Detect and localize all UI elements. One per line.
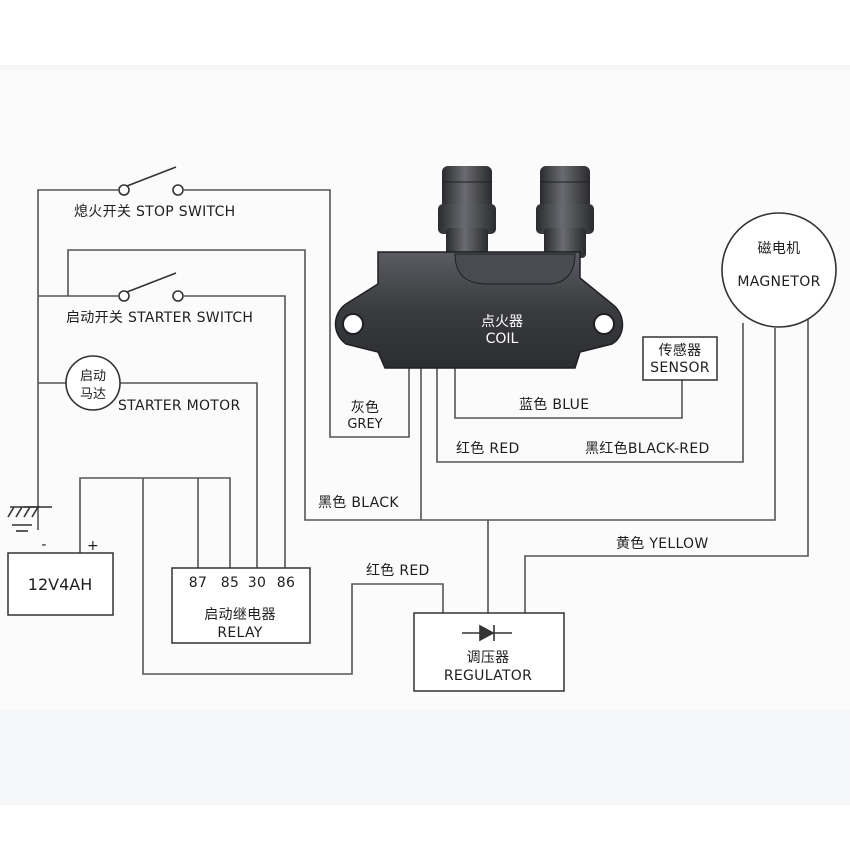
relay-pin-86: 86 — [277, 575, 295, 591]
wire-starter-switch-right — [184, 295, 286, 568]
wire-relay86-top — [67, 249, 776, 521]
black-label: 黑色 BLACK — [318, 494, 399, 511]
wire-relay-loop — [142, 478, 444, 675]
black-red-label: 黑红色BLACK-RED — [585, 440, 710, 457]
sensor-cn: 传感器 — [659, 342, 702, 359]
ground-symbol-icon — [7, 506, 52, 532]
starter-motor-cn-2: 马达 — [80, 387, 106, 402]
wire-coil-red — [436, 323, 744, 463]
relay-box — [171, 567, 311, 644]
coil-cn: 点火器 — [481, 314, 523, 330]
regulator-box — [413, 612, 565, 692]
relay-pin-30: 30 — [248, 575, 266, 591]
wire-stop-switch-left — [37, 189, 118, 507]
sensor-box — [642, 336, 718, 381]
relay-cn: 启动继电器 — [204, 607, 276, 623]
ignition-coil: 点火器 COIL — [334, 166, 624, 369]
coil-en: COIL — [486, 331, 519, 347]
battery-neg: - — [41, 537, 46, 553]
magneto-circle — [721, 212, 837, 328]
diode-icon — [462, 624, 512, 642]
relay-pin-85: 85 — [221, 575, 239, 591]
red-regulator-label: 红色 RED — [366, 562, 430, 579]
wire-battery-plus — [79, 477, 231, 568]
background-upper — [0, 70, 850, 710]
wire-coil-blue — [454, 365, 683, 419]
red-coil-label: 红色 RED — [456, 440, 520, 457]
grey-label-en: GREY — [347, 417, 382, 432]
blue-label: 蓝色 BLUE — [519, 396, 589, 413]
relay-pin-87: 87 — [189, 575, 207, 591]
relay-pins: 87 85 30 86 — [189, 575, 295, 591]
wires — [37, 189, 809, 675]
starter-switch-label: 启动开关 STARTER SWITCH — [66, 310, 253, 326]
regulator-en: REGULATOR — [444, 668, 532, 684]
yellow-label: 黄色 YELLOW — [616, 535, 709, 552]
magneto-cn: 磁电机 — [758, 241, 801, 257]
wire-stop-switch-right — [184, 189, 410, 438]
relay-en: RELAY — [217, 625, 262, 641]
stop-switch-icon — [118, 166, 184, 196]
starter-switch-icon — [118, 272, 184, 302]
wire-motor-right — [120, 382, 258, 568]
wire-regulator-yellow — [524, 300, 809, 613]
regulator-cn: 调压器 — [467, 650, 510, 666]
starter-motor-en: STARTER MOTOR — [118, 398, 241, 414]
magneto-en: MAGNETOR — [737, 274, 820, 290]
battery-box — [7, 552, 114, 616]
sensor-en: SENSOR — [650, 360, 710, 376]
starter-motor-cn-1: 启动 — [80, 369, 106, 384]
battery-label: 12V4AH — [28, 575, 92, 594]
grey-label-cn: 灰色 — [351, 399, 380, 416]
battery-pos: + — [87, 538, 99, 554]
stop-switch-label: 熄火开关 STOP SWITCH — [74, 203, 236, 220]
starter-motor-circle — [65, 355, 121, 411]
